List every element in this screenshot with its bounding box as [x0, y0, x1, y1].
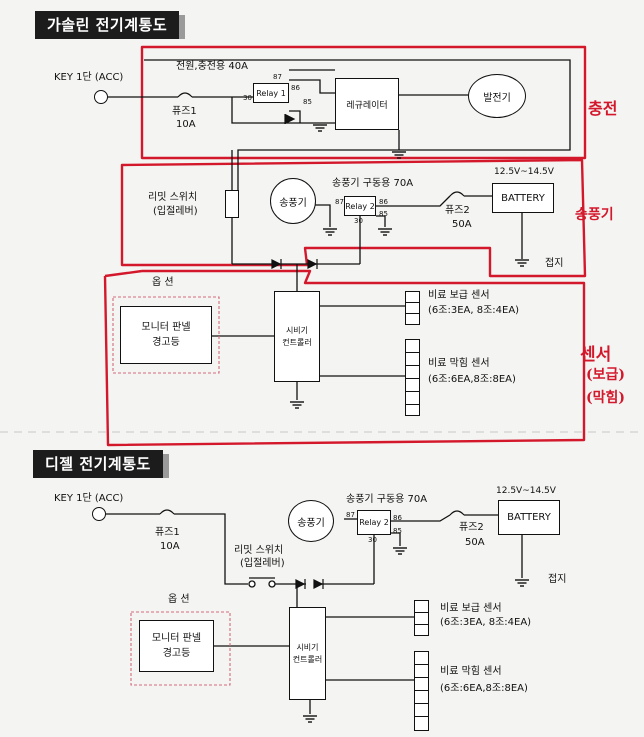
- supply-sensor-count: (6조:3EA, 8조:4EA): [428, 305, 520, 316]
- annotation-sensor-clog: (막힘): [586, 390, 626, 406]
- gasoline-title: 가솔린 전기계통도: [35, 11, 186, 39]
- relay2-pin-86: 86: [379, 198, 388, 206]
- relay1-pin-30: 30: [243, 94, 252, 102]
- annotation-sensor-supply: (보급): [586, 367, 626, 383]
- key-switch-icon: [94, 90, 108, 104]
- limit-switch-sub: (입절레버): [153, 206, 198, 217]
- key-label: KEY 1단 (ACC): [54, 72, 124, 83]
- relay2-pin-87: 87: [335, 198, 344, 206]
- diesel-relay2-pin-85: 85: [393, 527, 402, 535]
- diesel-relay2-pin-87: 87: [346, 511, 355, 519]
- relay1-pin-87: 87: [273, 73, 282, 81]
- supply-sensor-label: 비료 보급 센서: [428, 290, 490, 301]
- diesel-controller-box: 시비기 컨트롤러: [289, 607, 326, 700]
- battery-box: BATTERY: [492, 183, 554, 213]
- relay1-box: Relay 1: [253, 83, 289, 103]
- diesel-clog-sensor-stack: [414, 651, 429, 731]
- option-label: 옵 션: [152, 277, 174, 288]
- diesel-supply-sensor-label: 비료 보급 센서: [440, 603, 502, 614]
- diesel-option-label: 옵 션: [168, 594, 190, 605]
- diesel-fuse2-rating: 50A: [465, 537, 485, 548]
- diesel-ground-label: 접지: [548, 574, 567, 585]
- diesel-limit-switch-sub: (입절레버): [240, 558, 285, 569]
- blower-circle: 송풍기: [270, 178, 316, 224]
- diesel-supply-sensor-stack: [414, 600, 429, 636]
- clog-sensor-count: (6조:6EA,8조:8EA): [428, 374, 516, 385]
- relay1-caption: 전원,충전용 40A: [176, 61, 248, 72]
- relay2-pin-30: 30: [354, 217, 363, 225]
- fuse2-label: 퓨즈2: [445, 205, 470, 216]
- diesel-fuse1-rating: 10A: [160, 541, 180, 552]
- battery-voltage: 12.5V~14.5V: [494, 167, 554, 177]
- diesel-relay2-pin-30: 30: [368, 536, 377, 544]
- clog-sensor-label: 비료 막힘 센서: [428, 358, 490, 369]
- diesel-key-switch-icon: [92, 507, 106, 521]
- relay2-caption: 송풍기 구동용 70A: [332, 178, 414, 189]
- fuse2-rating: 50A: [452, 219, 472, 230]
- diesel-limit-switch-label: 리밋 스위치: [234, 545, 284, 556]
- diesel-key-label: KEY 1단 (ACC): [54, 493, 124, 504]
- monitor-panel-box: 모니터 판넬 경고등: [120, 306, 212, 364]
- diesel-battery-box: BATTERY: [498, 500, 560, 535]
- clog-sensor-stack: [405, 339, 420, 416]
- diesel-blower-circle: 송풍기: [288, 500, 334, 542]
- diesel-supply-sensor-count: (6조:3EA, 8조:4EA): [440, 617, 532, 628]
- diesel-title: 디젤 전기계통도: [33, 450, 169, 478]
- diesel-monitor-panel-box: 모니터 판넬 경고등: [139, 620, 214, 672]
- regulator-box: 레규레이터: [335, 78, 399, 130]
- diesel-clog-sensor-count: (6조:6EA,8조:8EA): [440, 683, 528, 694]
- diesel-relay2-pin-86: 86: [393, 514, 402, 522]
- diesel-relay2-box: Relay 2: [357, 510, 391, 535]
- fuse1-label: 퓨즈1: [172, 106, 197, 117]
- diesel-clog-sensor-label: 비료 막힘 센서: [440, 666, 502, 677]
- diesel-battery-voltage: 12.5V~14.5V: [496, 486, 556, 496]
- limit-switch-label: 리밋 스위치: [148, 192, 198, 203]
- supply-sensor-stack: [405, 291, 420, 325]
- controller-box: 시비기 컨트롤러: [274, 291, 320, 382]
- annotation-charging: 충전: [588, 99, 618, 118]
- annotation-blowing: 송풍기: [575, 207, 614, 223]
- diesel-fuse1-label: 퓨즈1: [155, 527, 180, 538]
- fuse1-rating: 10A: [176, 119, 196, 130]
- annotation-sensor: 센서: [580, 345, 612, 365]
- relay2-pin-85: 85: [379, 210, 388, 218]
- diesel-relay2-caption: 송풍기 구동용 70A: [346, 494, 428, 505]
- relay2-box: Relay 2: [344, 196, 376, 216]
- limit-switch-icon: [225, 190, 239, 218]
- generator-circle: 발전기: [468, 74, 526, 118]
- ground-label: 접지: [545, 258, 564, 269]
- relay1-pin-85: 85: [303, 98, 312, 106]
- relay1-pin-86: 86: [291, 84, 300, 92]
- diesel-fuse2-label: 퓨즈2: [459, 522, 484, 533]
